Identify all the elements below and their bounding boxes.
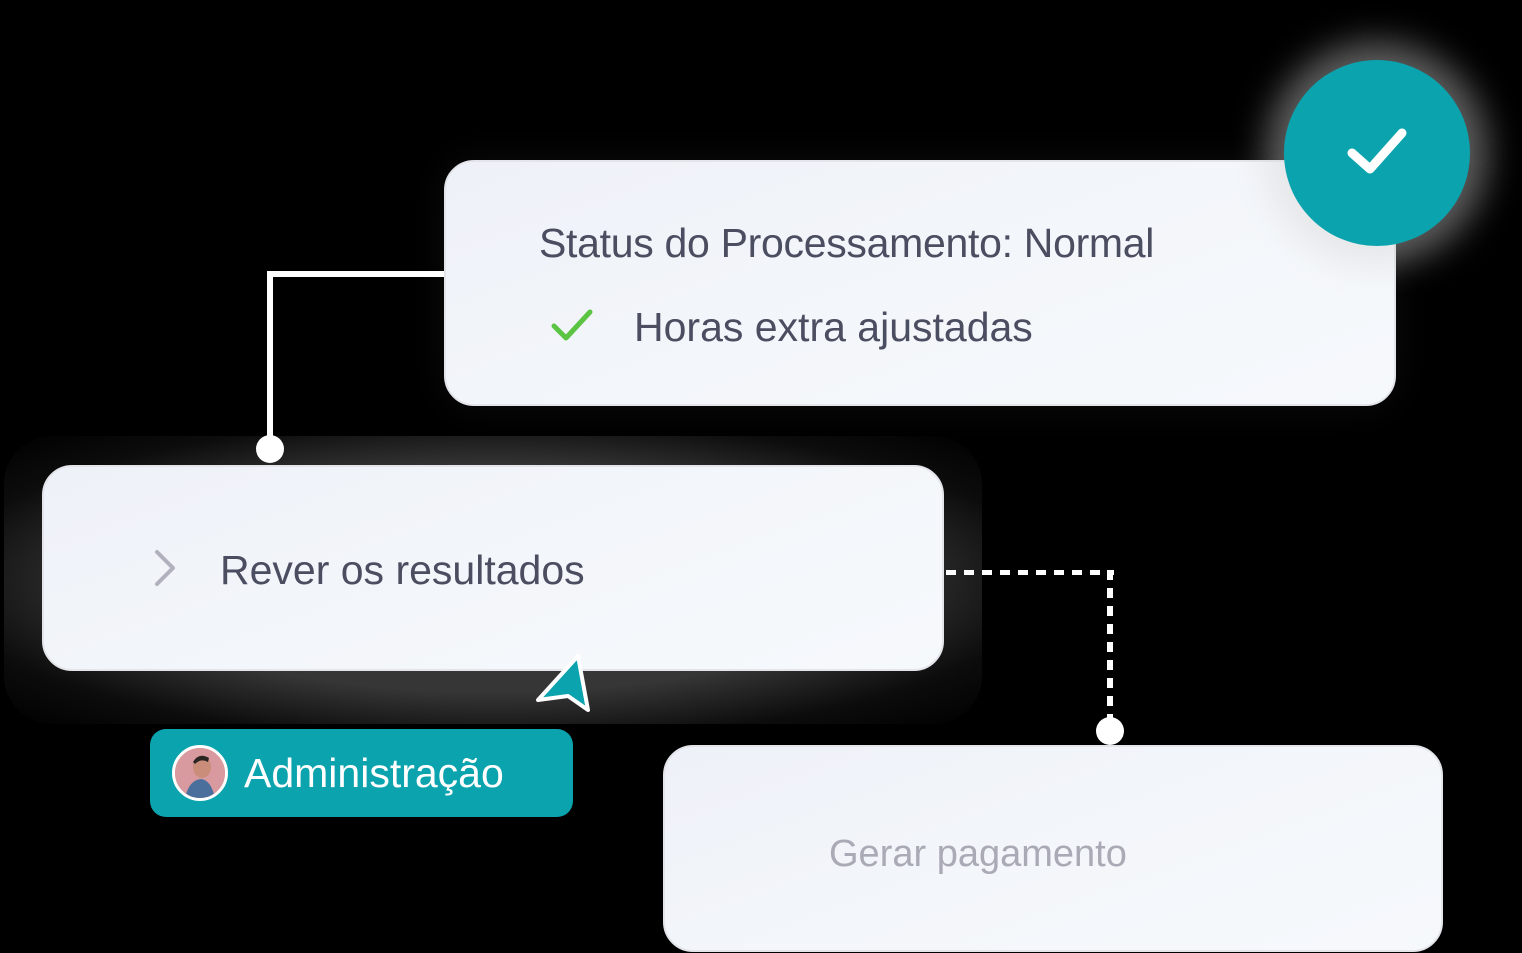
connector-line-horizontal [267, 271, 447, 277]
user-name: Administração [244, 749, 504, 796]
check-icon [1344, 125, 1410, 182]
review-row: Rever os resultados [152, 547, 585, 594]
check-icon [550, 307, 594, 348]
chevron-right-icon [152, 547, 178, 594]
review-results-button[interactable]: Rever os resultados [42, 465, 944, 671]
connector-node-dot [256, 435, 284, 463]
generate-payment-label: Gerar pagamento [829, 833, 1127, 875]
connector-node-dot [1096, 717, 1124, 745]
generate-payment-button[interactable]: Gerar pagamento [663, 745, 1443, 952]
status-item: Horas extra ajustadas [550, 304, 1033, 351]
status-item-label: Horas extra ajustadas [634, 304, 1033, 350]
connector-line-vertical [267, 271, 273, 451]
success-badge [1284, 60, 1470, 246]
status-card: Status do Processamento: Normal Horas ex… [444, 160, 1396, 406]
review-results-label: Rever os resultados [220, 547, 585, 593]
user-tag: Administração [150, 729, 573, 817]
avatar [172, 745, 228, 801]
pointer-arrow-icon [530, 650, 600, 720]
status-title: Status do Processamento: Normal [539, 220, 1155, 266]
connector-dashed-vertical [1107, 570, 1113, 720]
connector-dashed-horizontal [946, 570, 1114, 575]
